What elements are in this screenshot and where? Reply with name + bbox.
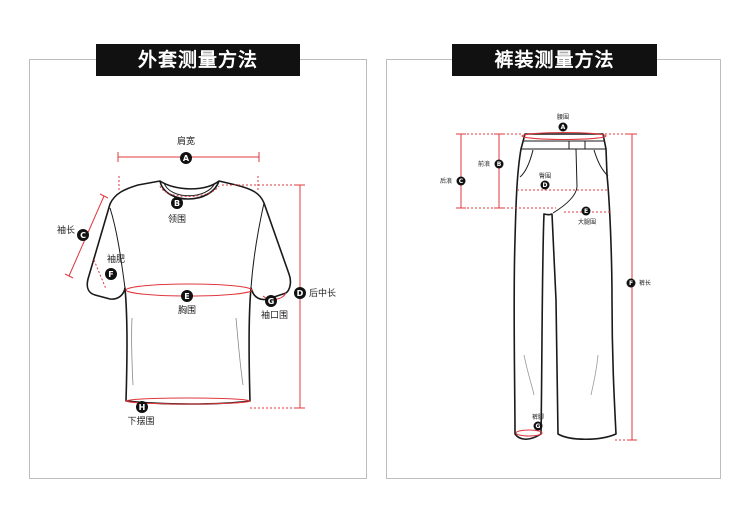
shirt-markers: A B C D E F G H: [77, 152, 306, 413]
marker-pants-d: D: [540, 180, 550, 190]
marker-shirt-h: H: [136, 401, 148, 413]
svg-text:C: C: [459, 178, 464, 185]
label-pants-length: 裤长: [639, 279, 651, 287]
marker-shirt-f: F: [105, 268, 117, 280]
label-back-rise: 后浪: [440, 177, 452, 185]
shirt-panel: [29, 59, 367, 479]
label-bicep: 袖肥: [107, 253, 125, 265]
svg-text:A: A: [183, 154, 190, 163]
svg-text:F: F: [108, 270, 113, 279]
label-hip: 臀围: [539, 173, 551, 180]
label-shoulder-width: 肩宽: [177, 135, 195, 147]
label-hem: 下摆围: [127, 415, 154, 427]
label-chest: 胸围: [178, 304, 196, 316]
marker-pants-e: E: [581, 206, 591, 216]
marker-shirt-b: B: [171, 197, 183, 209]
shirt-guides: [64, 152, 305, 409]
shirt-title: 外套测量方法: [96, 44, 300, 76]
marker-shirt-c: C: [77, 229, 89, 241]
pants-markers: A B C D E F G: [456, 122, 636, 431]
label-collar: 领围: [168, 213, 186, 225]
marker-shirt-e: E: [181, 290, 193, 302]
pants-panel: [386, 59, 721, 479]
svg-text:F: F: [629, 280, 633, 287]
label-waist: 腰围: [557, 114, 569, 121]
svg-text:E: E: [184, 292, 189, 301]
label-sleeve-length: 袖长: [57, 224, 75, 236]
marker-pants-a: A: [558, 122, 568, 132]
pants-labels: 腰围 前浪 后浪 臀围 大腿围 裤长 裤脚: [440, 114, 651, 421]
marker-pants-b: B: [494, 159, 504, 169]
pants-title: 裤装测量方法: [452, 44, 657, 76]
svg-text:A: A: [561, 124, 566, 131]
label-leg-opening: 裤脚: [532, 413, 544, 421]
label-thigh: 大腿围: [578, 218, 596, 226]
label-cuff: 袖口围: [261, 309, 288, 321]
svg-text:D: D: [297, 289, 304, 298]
svg-text:E: E: [584, 208, 588, 215]
svg-text:H: H: [139, 403, 146, 412]
marker-shirt-g: G: [265, 295, 277, 307]
marker-pants-f: F: [626, 278, 636, 288]
label-back-length: 后中长: [309, 287, 336, 299]
marker-pants-c: C: [456, 176, 466, 186]
svg-text:C: C: [80, 231, 86, 240]
svg-text:D: D: [543, 182, 548, 189]
svg-text:B: B: [497, 161, 502, 168]
marker-pants-g: G: [533, 421, 543, 431]
shirt-outline: [86, 180, 292, 405]
label-front-rise: 前浪: [478, 160, 490, 168]
svg-text:B: B: [174, 199, 180, 208]
svg-text:G: G: [536, 423, 541, 430]
marker-shirt-d: D: [294, 287, 306, 299]
shirt-labels: 肩宽 领围 袖长 后中长 胸围 袖肥 袖口围 下摆围: [57, 135, 336, 427]
pants-outline: [513, 133, 617, 441]
marker-shirt-a: A: [180, 152, 192, 164]
svg-text:G: G: [268, 297, 275, 306]
